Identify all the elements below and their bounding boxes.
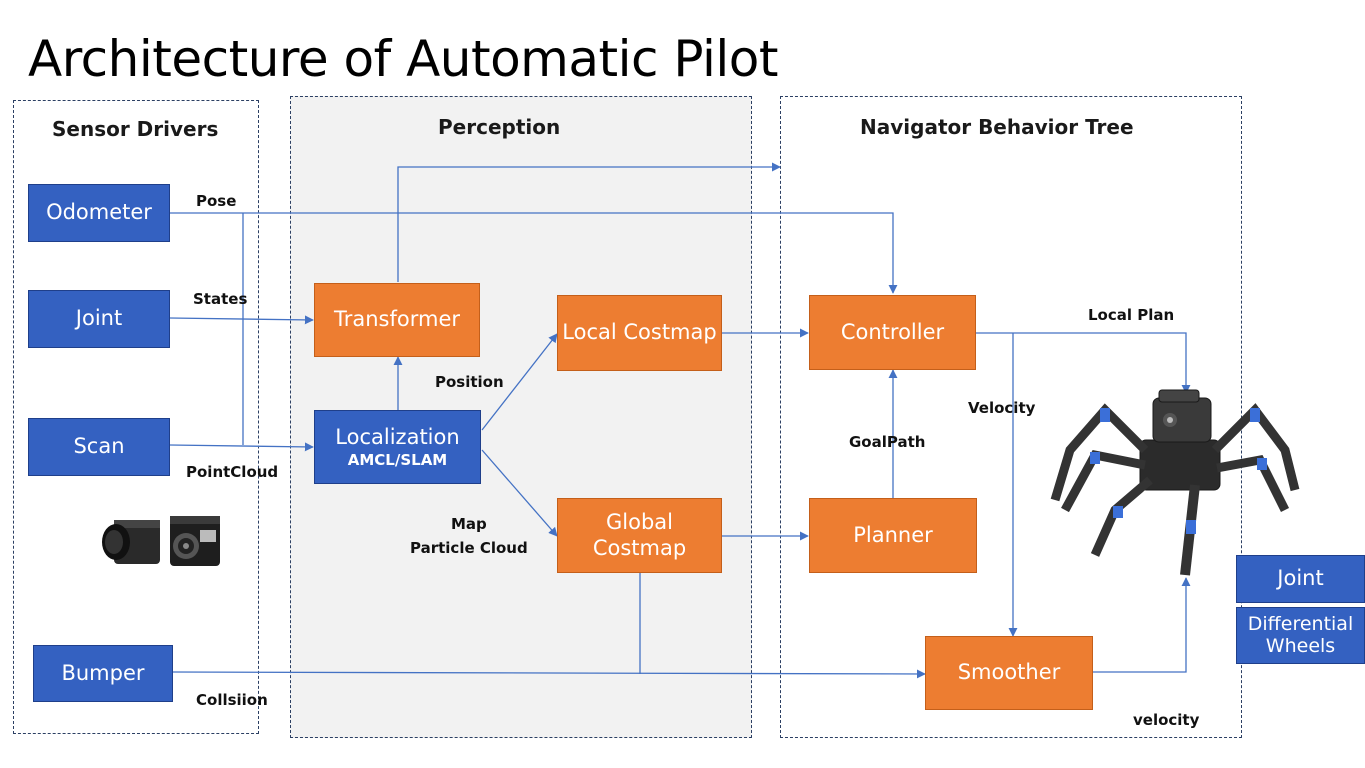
states-wire [169, 315, 314, 325]
joint-output-node: Joint [1236, 555, 1365, 603]
velocity-out-wire [1093, 577, 1191, 673]
global-costmap-label: Global Costmap [592, 510, 687, 560]
bumper-label: Bumper [61, 660, 145, 685]
controller-node: Controller [809, 295, 976, 370]
smoother-node: Smoother [925, 636, 1093, 710]
perception-title: Perception [438, 115, 561, 139]
scan-label: Scan [73, 434, 125, 459]
local-plan-wire [976, 332, 1191, 394]
pose-label: Pose [196, 192, 237, 210]
differential-wheels-node: Differential Wheels [1236, 607, 1365, 664]
odometer-node: Odometer [28, 184, 170, 242]
position-label: Position [435, 373, 504, 391]
planner-label: Planner [853, 522, 933, 547]
goalpath-label: GoalPath [849, 433, 926, 451]
local-costmap-label: Local Costmap [562, 320, 717, 345]
odometer-label: Odometer [46, 200, 152, 225]
hexapod-robot-image [1050, 389, 1300, 576]
sensor-drivers-group [13, 100, 259, 734]
sensor-drivers-title: Sensor Drivers [52, 117, 219, 141]
localization-sub-label: AMCL/SLAM [347, 450, 448, 469]
navigator-title: Navigator Behavior Tree [860, 115, 1134, 139]
differential-wheels-label: Differential Wheels [1247, 612, 1354, 657]
pointcloud-wire [169, 442, 314, 452]
navigator-group [780, 96, 1242, 738]
bumper-node: Bumper [33, 645, 173, 702]
collision-label: Collsiion [196, 691, 268, 709]
transformer-node: Transformer [314, 283, 480, 357]
to-local-costmap-wire [481, 333, 558, 431]
joint-output-label: Joint [1277, 566, 1324, 591]
velocity-upper-label: Velocity [968, 399, 1036, 417]
localization-node: Localization AMCL/SLAM [314, 410, 481, 484]
camera-image [102, 516, 220, 566]
local-plan-label: Local Plan [1088, 306, 1175, 324]
states-label: States [193, 290, 248, 308]
joint-input-node: Joint [28, 290, 170, 348]
particle-cloud-label: Particle Cloud [410, 539, 528, 557]
transformer-label: Transformer [333, 307, 460, 332]
pointcloud-label: PointCloud [186, 463, 279, 481]
page-title: Architecture of Automatic Pilot [28, 30, 778, 88]
smoother-label: Smoother [957, 660, 1061, 685]
planner-node: Planner [809, 498, 977, 573]
controller-label: Controller [840, 319, 945, 344]
transformer-out-wire [397, 162, 781, 282]
to-global-costmap-wire [481, 449, 558, 537]
local-costmap-node: Local Costmap [557, 295, 722, 371]
scan-node: Scan [28, 418, 170, 476]
map-label: Map [451, 515, 487, 533]
localization-label: Localization [335, 425, 460, 450]
pose-wire [170, 212, 898, 294]
joint-input-label: Joint [75, 306, 123, 331]
collision-wire [172, 669, 926, 679]
velocity-lower-label: velocity [1133, 711, 1200, 729]
global-costmap-node: Global Costmap [557, 498, 722, 573]
